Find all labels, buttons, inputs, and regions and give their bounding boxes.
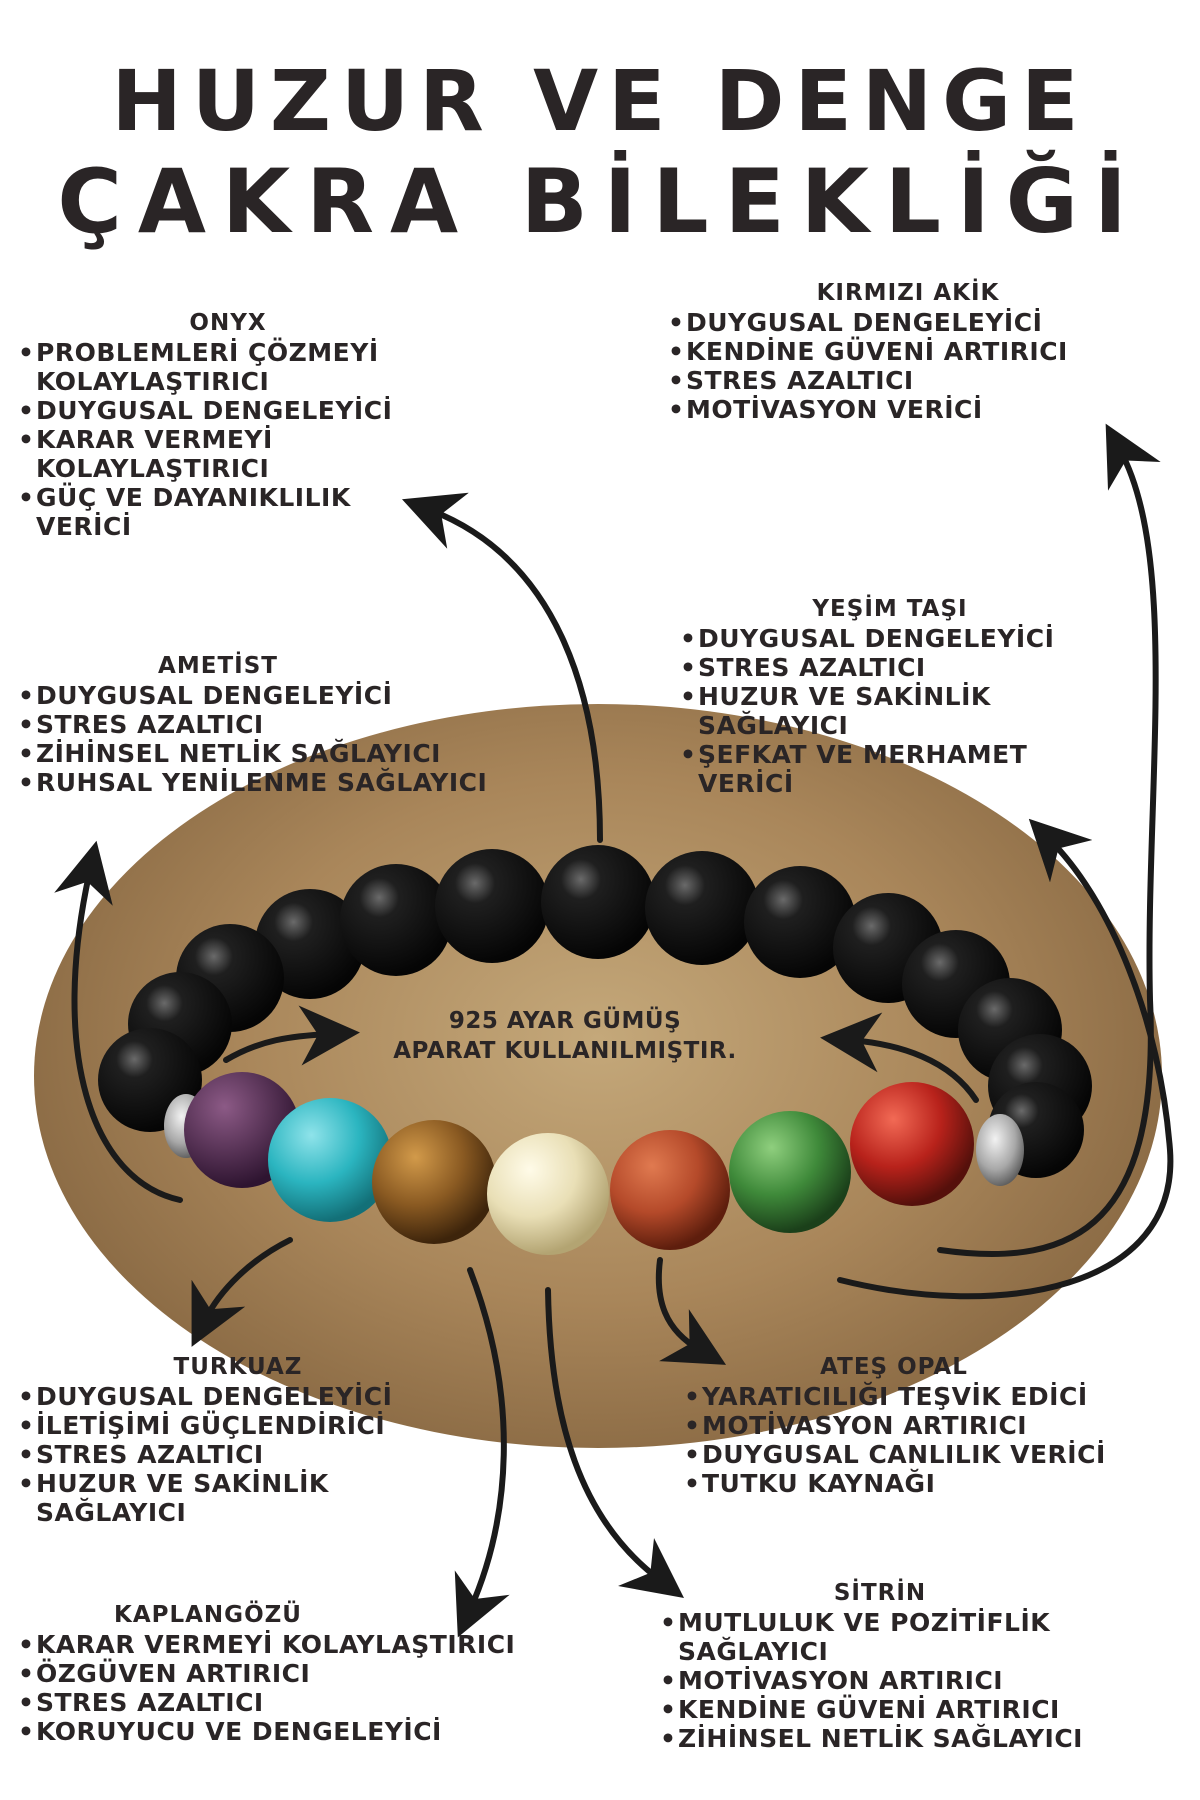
list-item: HUZUR VE SAKİNLİK SAĞLAYICI (18, 1469, 458, 1527)
list-item: STRES AZALTICI (18, 710, 518, 739)
arrow-citrine (545, 1287, 684, 1599)
list-item: KENDİNE GÜVENİ ARTIRICI (660, 1695, 1160, 1724)
citrine-info: SİTRİN MUTLULUK VE POZİTİFLİK SAĞLAYICI … (660, 1580, 1160, 1753)
arrow-amethyst (54, 840, 183, 1203)
arrow-fire-opal (655, 1257, 727, 1365)
silver-spacer-right (976, 1114, 1024, 1186)
page-title-line-2: ÇAKRA BİLEKLİĞİ (57, 150, 1143, 253)
page-title-line-1: HUZUR VE DENGE (111, 52, 1089, 150)
list-item: ZİHİNSEL NETLİK SAĞLAYICI (18, 739, 518, 768)
list-item: DUYGUSAL DENGELEYİCİ (18, 681, 518, 710)
list-item: DUYGUSAL DENGELEYİCİ (680, 624, 1100, 653)
silver-note: 925 AYAR GÜMÜŞ APARAT KULLANILMIŞTIR. (350, 1006, 780, 1066)
list-item: PROBLEMLERİ ÇÖZMEYİ KOLAYLAŞTIRICI (18, 338, 438, 396)
list-item: DUYGUSAL DENGELEYİCİ (18, 1382, 458, 1411)
jade-list: DUYGUSAL DENGELEYİCİ STRES AZALTICI HUZU… (680, 624, 1100, 798)
carnelian-list: DUYGUSAL DENGELEYİCİ KENDİNE GÜVENİ ARTI… (668, 308, 1148, 424)
list-item: DUYGUSAL DENGELEYİCİ (18, 396, 438, 425)
arrow-turquoise (191, 1237, 293, 1347)
citrine-bead (487, 1133, 609, 1255)
list-item: MOTİVASYON ARTIRICI (684, 1411, 1184, 1440)
list-item: DUYGUSAL CANLILIK VERİCİ (684, 1440, 1184, 1469)
turquoise-title: TURKUAZ (173, 1354, 303, 1380)
list-item: ÖZGÜVEN ARTIRICI (18, 1659, 518, 1688)
list-item: STRES AZALTICI (18, 1440, 458, 1469)
amethyst-info: AMETİST DUYGUSAL DENGELEYİCİ STRES AZALT… (18, 653, 518, 797)
carnelian-info: KIRMIZI AKİK DUYGUSAL DENGELEYİCİ KENDİN… (668, 280, 1148, 424)
list-item: KARAR VERMEYİ KOLAYLAŞTIRICI (18, 425, 438, 483)
turquoise-info: TURKUAZ DUYGUSAL DENGELEYİCİ İLETİŞİMİ G… (18, 1354, 458, 1527)
silver-note-line-1: 925 AYAR GÜMÜŞ (448, 1008, 682, 1034)
arrow-carnelian (937, 423, 1161, 1258)
citrine-list: MUTLULUK VE POZİTİFLİK SAĞLAYICI MOTİVAS… (660, 1608, 1160, 1753)
turquoise-bead (268, 1098, 392, 1222)
onyx-list: PROBLEMLERİ ÇÖZMEYİ KOLAYLAŞTIRICI DUYGU… (18, 338, 438, 541)
list-item: ZİHİNSEL NETLİK SAĞLAYICI (660, 1724, 1160, 1753)
carnelian-title: KIRMIZI AKİK (816, 280, 1000, 306)
jade-title: YEŞİM TAŞI (812, 596, 968, 622)
list-item: ŞEFKAT VE MERHAMET VERİCİ (680, 740, 1100, 798)
pointer-arrows (54, 423, 1174, 1638)
silver-note-line-2: APARAT KULLANILMIŞTIR. (393, 1038, 737, 1064)
list-item: KENDİNE GÜVENİ ARTIRICI (668, 337, 1148, 366)
list-item: GÜÇ VE DAYANIKLILIK VERİCİ (18, 483, 438, 541)
list-item: MUTLULUK VE POZİTİFLİK SAĞLAYICI (660, 1608, 1160, 1666)
arrow-onyx (402, 492, 603, 843)
list-item: MOTİVASYON VERİCİ (668, 395, 1148, 424)
arrow-tigers-eye (454, 1267, 510, 1638)
amethyst-list: DUYGUSAL DENGELEYİCİ STRES AZALTICI ZİHİ… (18, 681, 518, 797)
tigers-eye-bead (372, 1120, 496, 1244)
fire-opal-title: ATEŞ OPAL (820, 1354, 968, 1380)
jade-bead (729, 1111, 851, 1233)
list-item: KORUYUCU VE DENGELEYİCİ (18, 1717, 518, 1746)
arrow-silver-right (820, 1012, 979, 1103)
list-item: TUTKU KAYNAĞI (684, 1469, 1184, 1498)
list-item: STRES AZALTICI (680, 653, 1100, 682)
list-item: KARAR VERMEYİ KOLAYLAŞTIRICI (18, 1630, 518, 1659)
tigers-eye-list: KARAR VERMEYİ KOLAYLAŞTIRICI ÖZGÜVEN ART… (18, 1630, 518, 1746)
fire-opal-list: YARATICILIĞI TEŞVİK EDİCİ MOTİVASYON ART… (684, 1382, 1184, 1498)
list-item: MOTİVASYON ARTIRICI (660, 1666, 1160, 1695)
arrow-silver-left (223, 1005, 360, 1066)
list-item: STRES AZALTICI (668, 366, 1148, 395)
amethyst-title: AMETİST (158, 653, 278, 679)
list-item: İLETİŞİMİ GÜÇLENDİRİCİ (18, 1411, 458, 1440)
turquoise-list: DUYGUSAL DENGELEYİCİ İLETİŞİMİ GÜÇLENDİR… (18, 1382, 458, 1527)
onyx-title: ONYX (189, 310, 267, 336)
list-item: HUZUR VE SAKİNLİK SAĞLAYICI (680, 682, 1100, 740)
arrow-jade (837, 818, 1174, 1300)
tigers-eye-info: KAPLANGÖZÜ KARAR VERMEYİ KOLAYLAŞTIRICI … (18, 1602, 518, 1746)
list-item: RUHSAL YENİLENME SAĞLAYICI (18, 768, 518, 797)
carnelian-bead (850, 1082, 974, 1206)
list-item: STRES AZALTICI (18, 1688, 518, 1717)
citrine-title: SİTRİN (833, 1580, 927, 1606)
jade-info: YEŞİM TAŞI DUYGUSAL DENGELEYİCİ STRES AZ… (680, 596, 1100, 798)
fire-opal-info: ATEŞ OPAL YARATICILIĞI TEŞVİK EDİCİ MOTİ… (684, 1354, 1184, 1498)
tigers-eye-title: KAPLANGÖZÜ (114, 1602, 302, 1628)
list-item: YARATICILIĞI TEŞVİK EDİCİ (684, 1382, 1184, 1411)
onyx-info: ONYX PROBLEMLERİ ÇÖZMEYİ KOLAYLAŞTIRICI … (18, 310, 438, 541)
list-item: DUYGUSAL DENGELEYİCİ (668, 308, 1148, 337)
fire-opal-bead (610, 1130, 730, 1250)
